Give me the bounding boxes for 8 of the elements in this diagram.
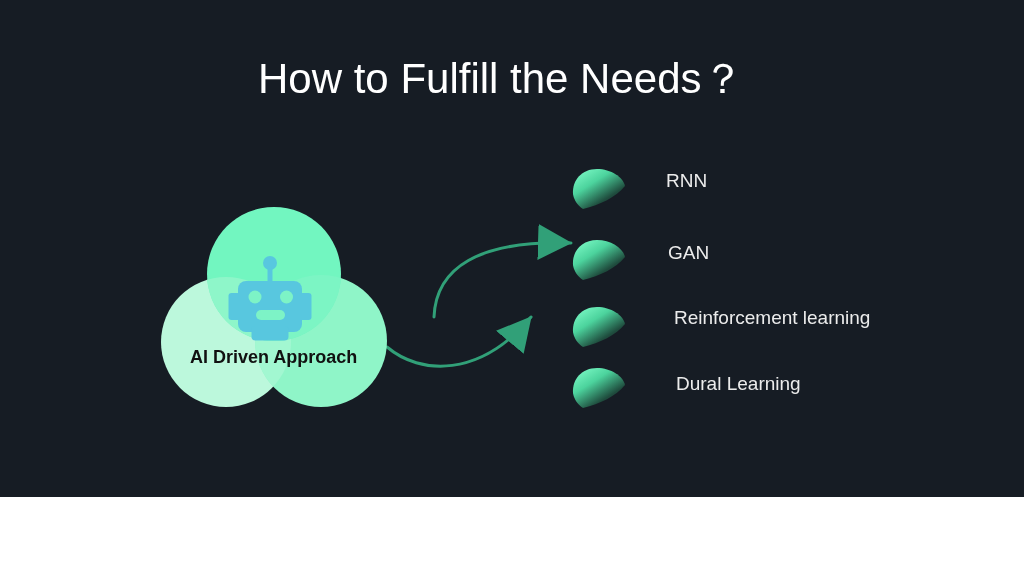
node-label: AI Driven Approach (190, 348, 358, 366)
list-item: Dural Learning (676, 374, 801, 393)
curved-arrow (385, 315, 533, 368)
list-item: RNN (666, 171, 708, 190)
curved-arrow (432, 224, 573, 319)
list-item: Reinforcement learning (674, 308, 871, 327)
list-item: GAN (668, 243, 710, 262)
title: How to Fulfill the Needs？ (258, 58, 744, 100)
